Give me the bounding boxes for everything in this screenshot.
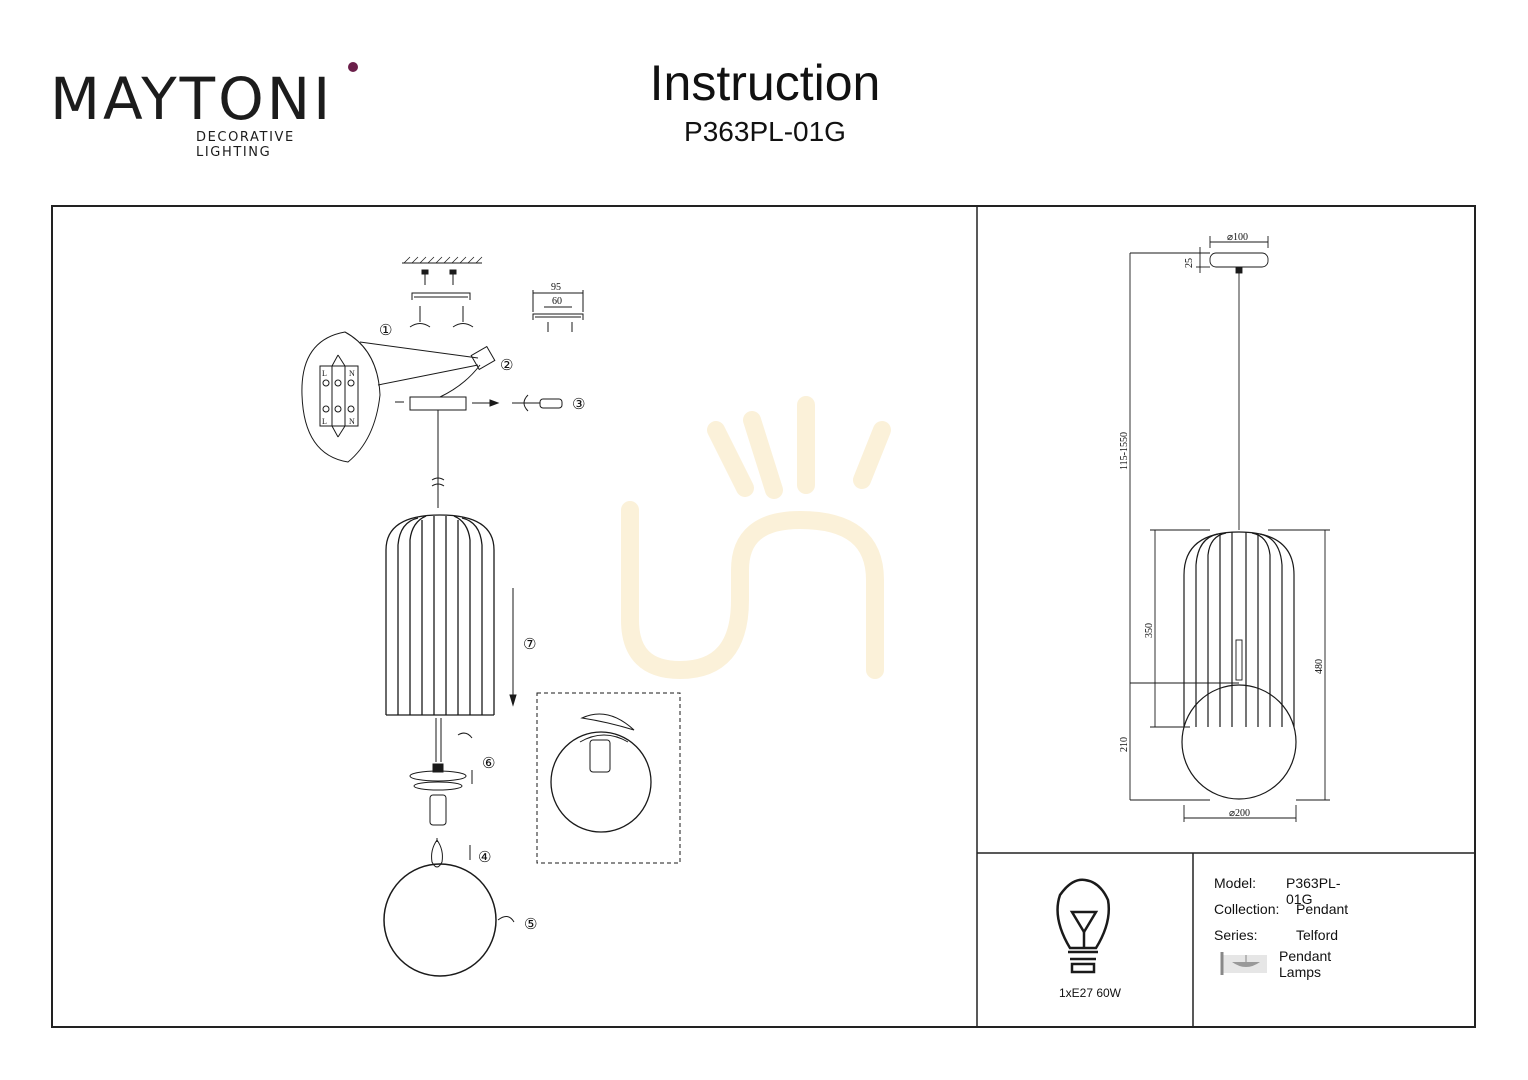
step-3-label: ③ (572, 395, 585, 413)
step-6-label: ⑥ (482, 754, 495, 772)
mounting-bracket (411, 292, 471, 300)
step-4-label: ④ (478, 848, 491, 866)
canopy (409, 396, 467, 411)
step-2-label: ② (500, 356, 513, 374)
svg-text:N: N (349, 417, 355, 426)
svg-text:115-1550: 115-1550 (1119, 432, 1130, 470)
svg-text:210: 210 (1119, 737, 1130, 752)
spec-type-value: Pendant Lamps (1279, 948, 1332, 980)
step6-rotate (457, 732, 473, 739)
dimension-drawing (1129, 236, 1330, 822)
spec-collection-value: Pendant (1296, 901, 1349, 917)
instruction-frame (51, 205, 1476, 1028)
svg-text:350: 350 (1144, 623, 1155, 638)
svg-text:L: L (322, 417, 327, 426)
spec-series-value: Telford (1296, 927, 1339, 943)
spec-collection-label: Collection: (1214, 901, 1280, 917)
lamp-holder (409, 763, 467, 826)
page-title: Instruction (649, 55, 881, 111)
brand-name: MAYTONI (50, 65, 334, 133)
svg-text:L: L (322, 369, 327, 378)
step-5-label: ⑤ (524, 915, 537, 933)
wiring-detail-callout (301, 331, 479, 463)
supply-wires (439, 364, 481, 398)
bulb-spec-icon (1056, 878, 1110, 974)
brand-logo: MAYTONI DECORATIVE LIGHTING (50, 60, 370, 160)
lamp-spec-caption: 1xE27 60W (1058, 986, 1122, 1000)
dimension-labels: ⌀100 25 115-1550 350 210 480 ⌀200 (1119, 232, 1325, 819)
screwdriver-icon (512, 394, 563, 412)
pendant-lamps-icon (1220, 952, 1267, 975)
svg-text:⌀100: ⌀100 (1227, 232, 1248, 243)
terminal-block (470, 345, 496, 371)
shade-cage (385, 514, 495, 716)
assembled-detail-box (536, 692, 681, 864)
bracket-dimension-drawing (532, 290, 584, 332)
svg-text:25: 25 (1184, 258, 1195, 268)
dim-glass-globe (1181, 684, 1297, 800)
spec-series-label: Series: (1214, 927, 1258, 943)
dim-shade-cage (1183, 531, 1295, 727)
svg-text:⌀200: ⌀200 (1229, 808, 1250, 819)
cable-break (431, 477, 445, 487)
watermark-icon (621, 396, 891, 680)
step-1-label: ① (379, 321, 392, 339)
step-labels: ① ② ③ ④ ⑤ ⑥ ⑦ (379, 321, 585, 933)
logo-accent-dot (348, 62, 358, 72)
assembled-detail (550, 713, 652, 833)
bracket-width-inner: 60 (552, 296, 562, 307)
step1-screws (409, 306, 474, 328)
bracket-width-outer: 95 (551, 282, 561, 293)
ceiling-hatch (403, 256, 483, 264)
step-7-label: ⑦ (523, 635, 536, 653)
brand-tagline: DECORATIVE LIGHTING (196, 130, 295, 160)
svg-text:N: N (349, 369, 355, 378)
bulb-drawing (431, 838, 443, 868)
ceiling-screws (421, 269, 457, 285)
svg-text:480: 480 (1314, 659, 1325, 674)
step5-rotate (497, 916, 515, 923)
spec-model-label: Model: (1214, 875, 1257, 891)
model-code-heading: P363PL-01G (684, 116, 846, 147)
glass-globe (383, 863, 497, 977)
spec-model-value: P363PL-01G (1286, 875, 1341, 907)
